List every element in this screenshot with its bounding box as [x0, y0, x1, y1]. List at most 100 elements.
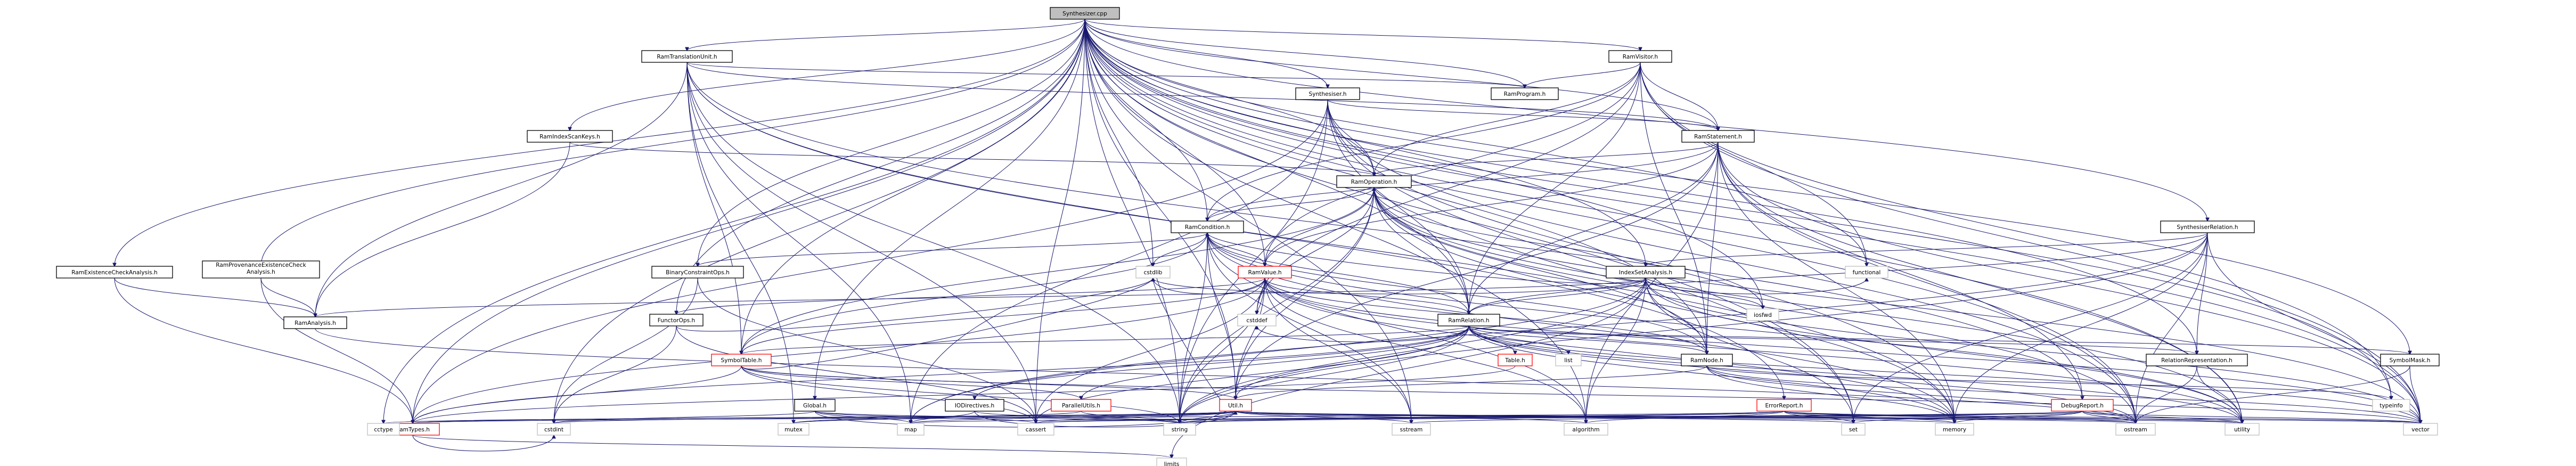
node-label: RamRelation.h — [1448, 317, 1489, 324]
node-label: functional — [1853, 269, 1881, 276]
edge-ram_trans_h-to-ram_statement_h — [686, 62, 1718, 130]
node-synthesiser-h[interactable]: Synthesiser.h — [1295, 87, 1360, 100]
node-label: SymbolTable.h — [721, 357, 762, 364]
node-functor-ops-h[interactable]: FunctorOps.h — [649, 314, 704, 326]
node-indexset-h[interactable]: IndexSetAnalysis.h — [1606, 266, 1686, 279]
edge-ram_visitor_h-to-ram_node_h — [1640, 62, 1707, 354]
edge-synthesiser_h-to-ram_operation_h — [1327, 99, 1374, 176]
node-label: vector — [2411, 427, 2430, 433]
edge-ram_visitor_h-to-typeinfo — [1640, 62, 2391, 399]
node-table-h[interactable]: Table.h — [1498, 354, 1533, 366]
edge-parallel_utils_h-to-mutex — [794, 411, 1082, 423]
edge-symbol_table_h-to-parallel_utils_h — [741, 365, 1081, 399]
edge-synth_cpp-to-ram_visitor_h — [1084, 19, 1640, 51]
node-ram-value-h[interactable]: RamValue.h — [1238, 266, 1292, 279]
node-symbol-mask-h[interactable]: SymbolMask.h — [2380, 354, 2440, 366]
node-label: cstdint — [544, 427, 563, 433]
node-ram-program-h[interactable]: RamProgram.h — [1491, 87, 1559, 100]
node-label: RamVisitor.h — [1623, 54, 1658, 60]
node-label: RelationRepresentation.h — [2161, 357, 2232, 364]
edge-synth_cpp-to-symbol_mask_h — [1084, 19, 2410, 354]
edge-synthesiser_h-to-ram_types_h — [413, 99, 1328, 423]
node-set: set — [1841, 423, 1866, 436]
edge-symbol_table_h-to-cassert — [741, 365, 1036, 423]
node-cstddef: cstddef — [1237, 314, 1277, 326]
node-ram-statement-h[interactable]: RamStatement.h — [1681, 130, 1755, 143]
node-ram-analysis-h[interactable]: RamAnalysis.h — [283, 316, 347, 329]
node-ram-node-h[interactable]: RamNode.h — [1681, 354, 1733, 366]
edge-ram_operation_h-to-util_h — [1236, 187, 1375, 399]
node-global-h[interactable]: Global.h — [794, 399, 836, 412]
node-label: algorithm — [1572, 427, 1599, 433]
edge-ram_trans_h-to-string — [686, 62, 1180, 423]
edge-synth_cpp-to-ram_exist_h — [115, 19, 1085, 266]
edge-global_h-to-map — [814, 411, 911, 423]
edge-ram_statement_h-to-ram_relation_h — [1469, 142, 1719, 314]
node-error-report-h[interactable]: ErrorReport.h — [1756, 399, 1812, 412]
edge-ram_exist_h-to-ram_types_h — [114, 277, 413, 423]
node-label: RamTypes.h — [396, 427, 430, 433]
node-binary-ops-h[interactable]: BinaryConstraintOps.h — [651, 266, 744, 279]
node-synth-cpp[interactable]: Synthesizer.cpp — [1050, 7, 1120, 20]
edge-ram_relation_h-to-cstddef — [1257, 326, 1469, 342]
edge-synthesiser_h-to-ram_relation_h — [1327, 99, 1469, 314]
node-label: ErrorReport.h — [1765, 403, 1803, 409]
edge-table_h-to-ram_types_h — [413, 365, 1516, 423]
node-label: SynthesiserRelation.h — [2177, 224, 2238, 231]
edge-ram_value_h-to-functor_ops_h — [676, 277, 1265, 314]
edge-ram_statement_h-to-utility — [1718, 142, 2242, 423]
edge-indexset_h-to-ram_node_h — [1645, 277, 1707, 354]
edge-synth_relation_h-to-ostream — [2136, 232, 2208, 423]
node-ram-visitor-h[interactable]: RamVisitor.h — [1608, 50, 1672, 63]
node-functional: functional — [1845, 266, 1888, 279]
node-label: RamValue.h — [1248, 269, 1281, 276]
edge-indexset_h-to-ram_analysis_h — [315, 277, 1646, 317]
node-label: RamAnalysis.h — [295, 320, 336, 326]
node-io-directives-h[interactable]: IODirectives.h — [945, 399, 1004, 412]
node-ram-relation-h[interactable]: RamRelation.h — [1437, 314, 1500, 326]
edge-ram_operation_h-to-vector — [1373, 187, 2420, 423]
node-label: BinaryConstraintOps.h — [666, 269, 730, 276]
edge-symbol_mask_h-to-ostream — [2136, 365, 2410, 423]
node-map: map — [897, 423, 925, 436]
edge-ram_value_h-to-cstdlib — [1153, 278, 1265, 295]
edge-ram_value_h-to-algorithm — [1264, 277, 1586, 423]
edge-synth_cpp-to-iosfwd — [1084, 19, 1763, 309]
node-relation-rep-h[interactable]: RelationRepresentation.h — [2146, 354, 2248, 366]
node-synth-relation-h[interactable]: SynthesiserRelation.h — [2160, 220, 2255, 233]
edge-ram_statement_h-to-ram_operation_h — [1374, 142, 1719, 176]
node-debug-report-h[interactable]: DebugReport.h — [2051, 399, 2114, 412]
edge-ram_value_h-to-sstream — [1264, 277, 1411, 423]
node-sstream: sstream — [1392, 423, 1431, 436]
edge-relation_rep_h-to-utility — [2196, 365, 2242, 423]
edge-indexset_h-to-ram_condition_h — [1207, 233, 1646, 284]
edge-ram_statement_h-to-ram_node_h — [1707, 142, 1719, 354]
edge-ram_index_scan_h-to-ram_operation_h — [569, 142, 1374, 176]
edge-ram_statement_h-to-ram_value_h — [1265, 142, 1719, 266]
node-parallel-utils-h[interactable]: ParallelUtils.h — [1051, 399, 1111, 412]
node-label: set — [1849, 427, 1858, 433]
node-label: map — [904, 427, 917, 433]
node-symbol-table-h[interactable]: SymbolTable.h — [711, 354, 772, 366]
node-ram-index-scan-h[interactable]: RamIndexScanKeys.h — [527, 130, 613, 143]
edge-ram_visitor_h-to-ram_relation_h — [1469, 62, 1641, 314]
edge-synth_cpp-to-relation_rep_h — [1084, 19, 2197, 354]
node-util-h[interactable]: Util.h — [1219, 399, 1252, 412]
edge-functor_ops_h-to-cstdlib — [676, 278, 1153, 332]
node-string: string — [1163, 423, 1196, 436]
node-ram-exist-h[interactable]: RamExistenceCheckAnalysis.h — [56, 266, 173, 279]
edge-synth_cpp-to-ram_prov_h — [261, 19, 1085, 266]
edge-ram_relation_h-to-string — [1180, 325, 1469, 423]
node-ram-trans-h[interactable]: RamTranslationUnit.h — [641, 50, 733, 63]
node-cassert: cassert — [1017, 423, 1054, 436]
node-ram-operation-h[interactable]: RamOperation.h — [1336, 175, 1412, 188]
edge-synthesiser_h-to-ostream — [1327, 99, 2136, 423]
node-ram-condition-h[interactable]: RamCondition.h — [1171, 220, 1244, 233]
edge-functor_ops_h-to-cstdint — [554, 325, 677, 423]
edge-synth_cpp-to-binary_ops_h — [698, 19, 1085, 266]
edge-ram_relation_h-to-ram_node_h — [1468, 325, 1707, 354]
edge-ram_value_h-to-memory — [1264, 277, 1955, 423]
edge-ram_operation_h-to-utility — [1373, 187, 2242, 423]
